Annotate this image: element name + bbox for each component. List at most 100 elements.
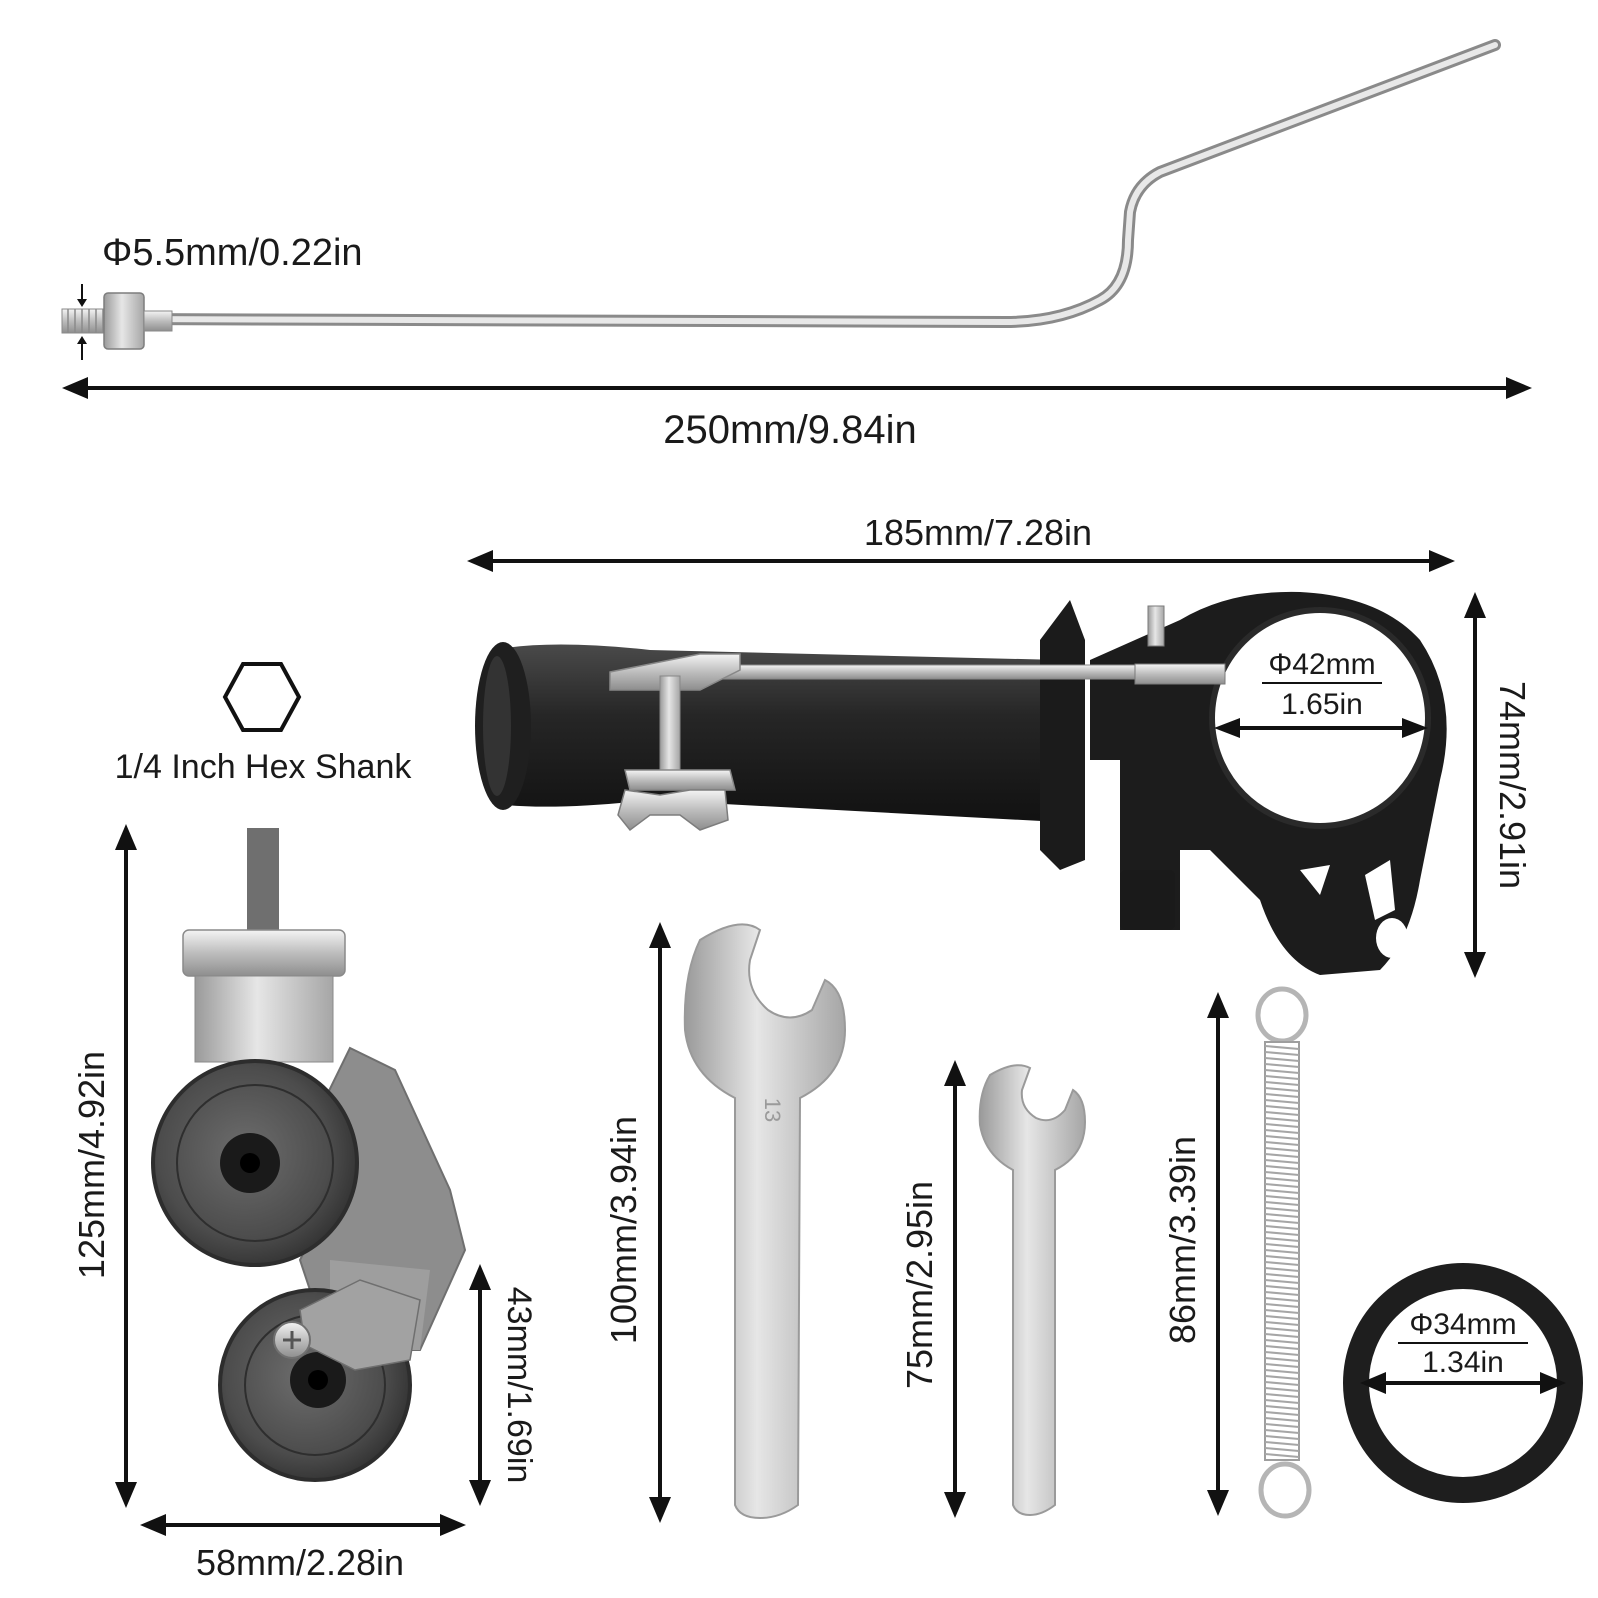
spring-coil	[1264, 1219, 1300, 1224]
spring-coil	[1264, 1369, 1300, 1374]
spring-coil	[1264, 1447, 1300, 1452]
spring-coil	[1264, 1285, 1300, 1290]
spring-coil	[1264, 1423, 1300, 1428]
handle-length-label: 185mm/7.28in	[864, 512, 1092, 553]
o-ring-dimension	[1360, 1342, 1566, 1394]
spring-coil	[1264, 1105, 1300, 1110]
spring-coil	[1264, 1321, 1300, 1326]
spring-coil	[1264, 1171, 1300, 1176]
spring-coil	[1264, 1339, 1300, 1344]
spring-coil	[1264, 1057, 1300, 1062]
spring-coil	[1264, 1333, 1300, 1338]
spring-coil	[1264, 1291, 1300, 1296]
spring-coil	[1264, 1261, 1300, 1266]
spring-coil	[1264, 1099, 1300, 1104]
cutter-height-dimension	[115, 824, 137, 1508]
spring-coil	[1264, 1345, 1300, 1350]
spring-coil	[1264, 1207, 1300, 1212]
large-wrench	[683, 923, 847, 1520]
clamp-ring-opening	[1209, 607, 1431, 829]
spring-coil	[1264, 1387, 1300, 1392]
spring-coil	[1264, 1237, 1300, 1242]
spring-coil	[1264, 1267, 1300, 1272]
cutter-width-dimension	[140, 1514, 466, 1536]
o-ring-mm-label: Φ34mm	[1409, 1308, 1516, 1341]
spring-coil	[1264, 1375, 1300, 1380]
spring-coil	[1264, 1159, 1300, 1164]
spring-coil	[1264, 1213, 1300, 1218]
spring-coil	[1264, 1249, 1300, 1254]
spring-coil	[1264, 1087, 1300, 1092]
spring-coil	[1264, 1195, 1300, 1200]
spring-coil	[1264, 1117, 1300, 1122]
rod-diameter-marker	[77, 284, 87, 360]
wing-nut	[617, 789, 729, 832]
spring-coil	[1264, 1351, 1300, 1356]
spring-coil	[1264, 1111, 1300, 1116]
spring-coil	[1264, 1297, 1300, 1302]
spring-length-label: 86mm/3.39in	[1162, 1136, 1203, 1344]
spring-coil	[1264, 1147, 1300, 1152]
spring-coil	[1264, 1069, 1300, 1074]
spring-coil	[1264, 1225, 1300, 1230]
spring-coil	[1264, 1255, 1300, 1260]
spring-coil	[1264, 1303, 1300, 1308]
spring-coil	[1264, 1381, 1300, 1386]
rubber-o-ring	[1343, 1263, 1583, 1503]
spring-coil	[1264, 1201, 1300, 1206]
cutter-width-label: 58mm/2.28in	[196, 1542, 404, 1583]
large-wrench-dimension	[649, 922, 671, 1523]
spring-coil	[1264, 1123, 1300, 1128]
small-wrench	[978, 1064, 1087, 1517]
spring-coil	[1264, 1231, 1300, 1236]
spring-coil	[1264, 1411, 1300, 1416]
spring-coil	[1264, 1165, 1300, 1170]
spring-coil	[1264, 1441, 1300, 1446]
rod-thread	[61, 308, 111, 334]
handle-height-dimension	[1464, 592, 1486, 978]
spring-coil	[1264, 1135, 1300, 1140]
spring-coil	[1264, 1075, 1300, 1080]
spring-coil	[1264, 1177, 1300, 1182]
spring-coil	[1264, 1429, 1300, 1434]
handle-ring-dimension	[1214, 682, 1428, 738]
handle-ring-in-label: 1.65in	[1281, 688, 1363, 721]
spring-coil	[1264, 1243, 1300, 1248]
small-wrench-dimension	[944, 1060, 966, 1518]
spring-coil	[1264, 1081, 1300, 1086]
spring-coil	[1264, 1273, 1300, 1278]
spring-coil	[1264, 1309, 1300, 1314]
handle-ring-mm-label: Φ42mm	[1268, 648, 1375, 681]
spring-coil	[1264, 1129, 1300, 1134]
spring-coil	[1264, 1093, 1300, 1098]
rod-diameter-label: Φ5.5mm/0.22in	[102, 232, 363, 274]
handle-length-dimension	[467, 550, 1455, 572]
spring-coil	[1264, 1063, 1300, 1068]
hex-icon	[222, 662, 302, 732]
spring-coil	[1264, 1045, 1300, 1050]
spring-coil	[1264, 1327, 1300, 1332]
spring-coil	[1264, 1417, 1300, 1422]
spring-coil	[1264, 1051, 1300, 1056]
spring-coil	[1264, 1315, 1300, 1320]
cutter-wheel-height-label: 43mm/1.69in	[500, 1287, 538, 1484]
spring-coil	[1264, 1279, 1300, 1284]
nibbler-cutter	[151, 828, 467, 1482]
spring-coil	[1264, 1363, 1300, 1368]
spring-coil	[1264, 1453, 1300, 1458]
spring-coil	[1264, 1435, 1300, 1440]
spring-coil	[1264, 1189, 1300, 1194]
large-wrench-label: 100mm/3.94in	[603, 1116, 644, 1344]
rod-length-label: 250mm/9.84in	[663, 408, 916, 452]
rod-length-dimension	[62, 377, 1532, 399]
cutter-wheel-height-dimension	[469, 1264, 491, 1506]
large-wrench-mark: 13	[760, 1098, 785, 1122]
side-handle	[475, 591, 1447, 975]
o-ring-in-label: 1.34in	[1422, 1346, 1504, 1379]
spring-coil	[1264, 1183, 1300, 1188]
spring-coil	[1264, 1405, 1300, 1410]
handle-height-label: 74mm/2.91in	[1492, 681, 1533, 889]
hex-shank-label: 1/4 Inch Hex Shank	[115, 748, 413, 786]
cutter-hex-shaft	[247, 828, 279, 938]
